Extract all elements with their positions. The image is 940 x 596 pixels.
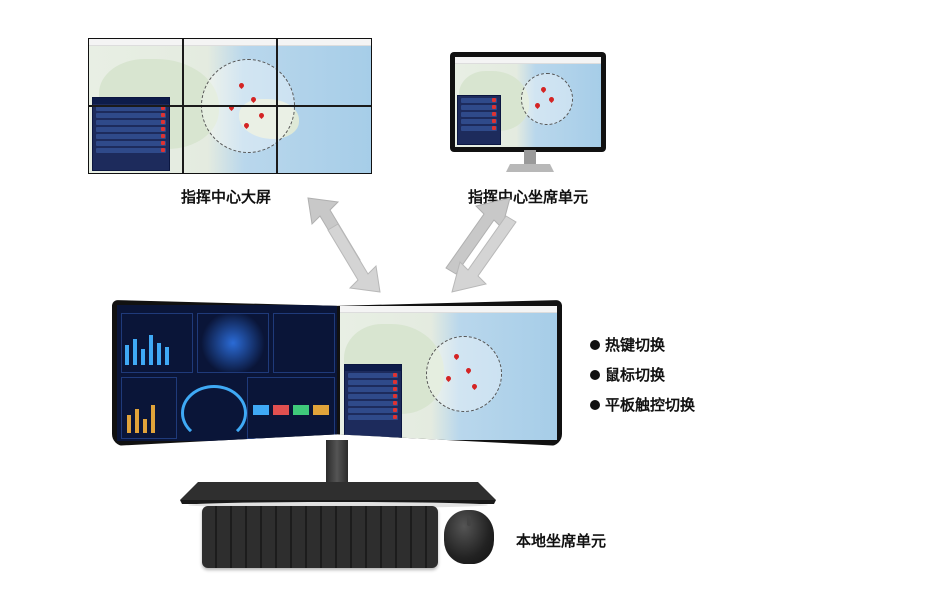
bullet-icon xyxy=(590,400,600,410)
seat-monitor-map xyxy=(455,57,601,147)
feature-hotkey-switch: 热键切换 xyxy=(590,334,665,355)
map-toolbar xyxy=(89,39,371,46)
local-seat-unit-label: 本地坐席单元 xyxy=(516,530,606,551)
alarm-list-panel xyxy=(344,364,402,438)
feature-mouse-switch: 鼠标切换 xyxy=(590,364,665,385)
bullet-icon xyxy=(590,340,600,350)
video-wall xyxy=(88,38,372,174)
alarm-list-panel xyxy=(457,95,501,145)
seat-monitor-stand xyxy=(500,150,560,176)
ultrawide-stand-base xyxy=(178,478,498,508)
dashboard-screen xyxy=(117,305,337,441)
feature-tablet-touch-switch: 平板触控切换 xyxy=(590,394,695,415)
switch-arrows xyxy=(290,190,550,300)
keyboard xyxy=(202,506,438,568)
tile-seam xyxy=(89,105,371,107)
ultrawide-monitor xyxy=(112,300,562,446)
alert-radius-circle xyxy=(521,73,573,125)
ultrawide-map-screen xyxy=(340,306,557,440)
alert-radius-circle xyxy=(426,336,502,412)
alarm-list-panel xyxy=(92,97,170,171)
bullet-icon xyxy=(590,370,600,380)
arrow-left-down-icon xyxy=(328,224,380,292)
seat-monitor xyxy=(450,52,606,152)
mouse xyxy=(444,510,494,564)
command-big-screen-label: 指挥中心大屏 xyxy=(181,186,271,207)
